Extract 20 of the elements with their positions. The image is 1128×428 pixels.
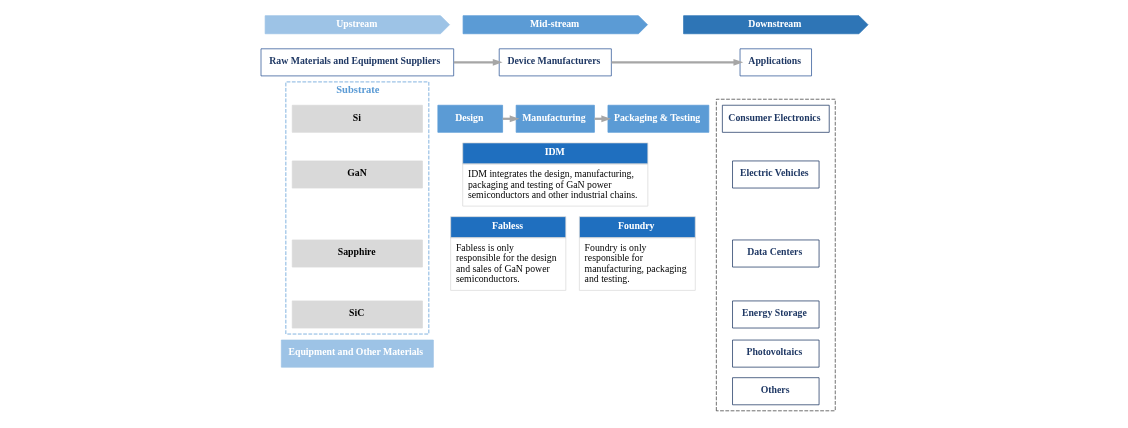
node-box: Raw Materials and Equipment Suppliers <box>260 48 454 77</box>
node-box: SiC <box>291 300 423 329</box>
node-box: Device Manufacturers <box>498 48 612 77</box>
cluster <box>715 98 836 412</box>
node-box: Sapphire <box>291 239 423 268</box>
node-box: GaN <box>291 160 423 189</box>
node-box: Manufacturing <box>515 104 595 133</box>
arrow <box>611 58 743 66</box>
node-box: Energy Storage <box>731 300 819 329</box>
node-box: Consumer Electronics <box>721 104 830 133</box>
node-box: Others <box>731 377 819 406</box>
arrow <box>453 58 503 66</box>
node-box: Data Centers <box>731 239 819 268</box>
node-box: Equipment and Other Materials <box>280 339 434 368</box>
node-box: Design <box>437 104 503 133</box>
node-box: Electric Vehicles <box>731 160 819 189</box>
node-box: Si <box>291 104 423 133</box>
node-box: Photovoltaics <box>731 339 819 368</box>
node-box: Applications <box>739 48 812 77</box>
node-box: Packaging & Testing <box>607 104 709 133</box>
